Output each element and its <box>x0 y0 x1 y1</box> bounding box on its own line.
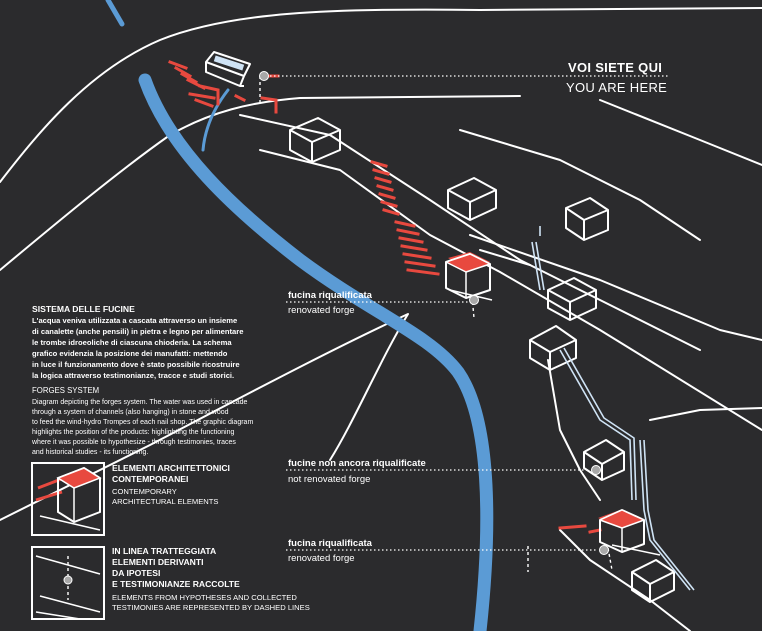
forge-label-en: renovated forge <box>288 305 355 316</box>
legend-body-it-line: di canalette (anche pensili) in pietra e… <box>32 327 243 336</box>
legend-body-en-line: where it was possible to hypothesize - t… <box>31 439 236 446</box>
legend-title-it: SISTEMA DELLE FUCINE <box>32 304 135 314</box>
key-contemporary-en-line: ARCHITECTURAL ELEMENTS <box>112 497 218 506</box>
forge-label-it: fucine non ancora riqualificate <box>288 458 426 469</box>
forge-label-en: renovated forge <box>288 553 355 564</box>
house <box>529 325 577 371</box>
key-hypothesis-en-line: ELEMENTS FROM HYPOTHESES AND COLLECTED <box>112 593 297 602</box>
forge-label-it: fucina riqualificata <box>288 538 373 549</box>
legend-body-it-line: in luce il funzionamento dove è stato po… <box>32 360 240 369</box>
legend-body-en-line: to feed the wind-hydro Trompes of each n… <box>32 419 253 426</box>
legend-description: SISTEMA DELLE FUCINE L'acqua veniva util… <box>31 304 253 456</box>
pavilion-roof <box>213 55 245 71</box>
key-contemporary-it-line: CONTEMPORANEI <box>112 474 188 484</box>
key-hypothesis-en-line: TESTIMONIES ARE REPRESENTED BY DASHED LI… <box>112 603 310 612</box>
key-hypothesis-it-line: IN LINEA TRATTEGGIATA <box>112 546 216 556</box>
house <box>447 177 497 221</box>
legend-body-en-line: through a system of channels (also hangi… <box>32 409 229 416</box>
key-hypothesis-it-line: DA IPOTESI <box>112 568 160 578</box>
legend-body-it-line: L'acqua veniva utilizzata a cascata attr… <box>32 316 237 325</box>
legend-body-en-line: highlights the position of the products:… <box>32 429 234 436</box>
legend-body-en-line: Diagram depicting the forges system. The… <box>32 399 248 406</box>
legend-body-it-line: le trombe idroeoliche di ciascuna chiode… <box>32 338 232 347</box>
house <box>583 439 625 481</box>
key-contemporary: ELEMENTI ARCHITETTONICI CONTEMPORANEI CO… <box>31 462 230 536</box>
key-hypothesis-it-line: ELEMENTI DERIVANTI <box>112 557 204 567</box>
key-contemporary-en-line: CONTEMPORARY <box>112 487 177 496</box>
you-are-here-en: YOU ARE HERE <box>566 80 667 95</box>
hypothetical-channels <box>259 76 613 572</box>
forge-marker <box>591 465 601 475</box>
forge-building-upper <box>445 253 493 301</box>
legend-body-it-line: grafico evidenzia la posizione dei manuf… <box>32 349 228 358</box>
pavilion <box>205 51 251 87</box>
house <box>565 197 609 241</box>
water-channels <box>531 226 695 591</box>
forge-label-en: not renovated forge <box>288 474 370 485</box>
legend-body-en-line: and historical studies - its functioning… <box>32 449 148 456</box>
you-are-here-it: VOI SIETE QUI <box>568 60 662 75</box>
forge-marker <box>599 545 609 555</box>
callout-lines <box>270 75 668 551</box>
house <box>547 277 597 321</box>
river <box>105 0 494 631</box>
key-contemporary-it-line: ELEMENTI ARCHITETTONICI <box>112 463 230 473</box>
forge-label-it: fucina riqualificata <box>288 290 373 301</box>
house <box>289 117 341 163</box>
legend-title-en: FORGES SYSTEM <box>32 386 99 395</box>
houses <box>205 51 675 603</box>
legend-body-it-line: la logica attraverso testimonianze, trac… <box>32 371 234 380</box>
you-are-here-marker <box>259 71 269 81</box>
key-hypothesis: IN LINEA TRATTEGGIATA ELEMENTI DERIVANTI… <box>31 546 310 620</box>
markers <box>259 71 609 555</box>
house <box>631 559 675 603</box>
key-hypothesis-it-line: E TESTIMONIANZE RACCOLTE <box>112 579 240 589</box>
forge-marker <box>469 295 479 305</box>
forge-building-lower <box>599 509 661 556</box>
